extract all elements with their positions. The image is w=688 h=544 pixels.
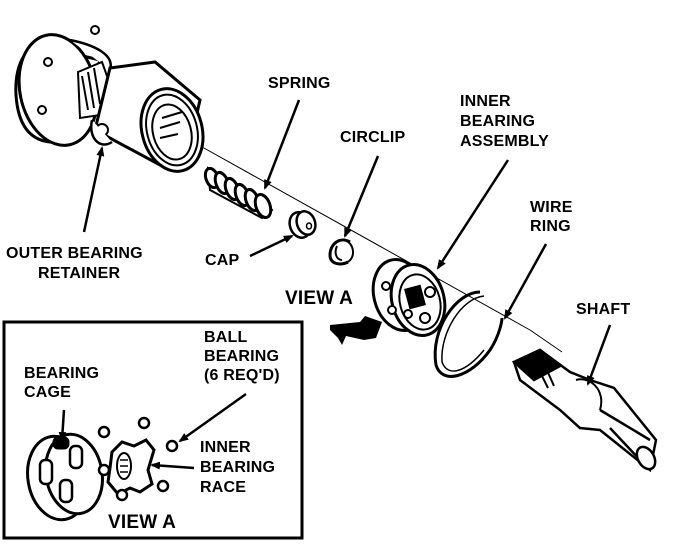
inner-bearing-assembly-part: [371, 258, 447, 337]
outer-bearing-retainer-leader: [82, 146, 105, 233]
ball-bearing-leader: [178, 392, 247, 443]
ball-bearing-6: [115, 488, 129, 502]
label-inner-bearing-race-line2: BEARING: [200, 459, 276, 476]
shaft-part: [511, 348, 658, 473]
label-view-a-callout: VIEW A: [285, 288, 354, 309]
label-wire-ring-line2: RING: [530, 218, 571, 235]
circlip-part: [328, 238, 354, 266]
label-bearing-cage-line2: CAGE: [24, 384, 72, 401]
label-inner-bearing-race-line3: RACE: [200, 479, 247, 496]
outer-bearing-retainer-part: [14, 25, 205, 173]
label-inner-bearing-race-line1: INNER: [200, 439, 251, 456]
inner-race-leader: [150, 461, 195, 470]
ball-bearing-5: [156, 479, 170, 493]
label-spring: SPRING: [268, 75, 331, 92]
label-inner-bearing-assembly-line3: ASSEMBLY: [460, 133, 550, 150]
ball-bearing-4: [97, 463, 111, 477]
wire-ring-leader: [503, 243, 548, 320]
label-inner-bearing-assembly-line2: BEARING: [460, 113, 536, 130]
view-a-inset: [2, 320, 304, 540]
label-inner-bearing-assembly-line1: INNER: [460, 93, 511, 110]
cap-part: [288, 210, 317, 239]
label-wire-ring-line1: WIRE: [530, 199, 573, 216]
ball-bearing-3: [165, 439, 179, 453]
label-circlip: CIRCLIP: [340, 129, 406, 146]
inset-title: VIEW A: [108, 512, 177, 533]
shaft-leader: [586, 324, 612, 386]
label-bearing-cage-line1: BEARING: [24, 365, 100, 382]
label-outer-bearing-retainer-line1: OUTER BEARING: [6, 245, 143, 262]
label-ball-bearing-line3: (6 REQ'D): [204, 367, 280, 384]
wire-ring-part: [433, 290, 504, 378]
bearing-cage-leader: [58, 409, 67, 442]
label-cap: CAP: [205, 252, 240, 269]
view-a-direction-arrow: [330, 316, 382, 345]
inset-bearing-cage: [26, 432, 104, 522]
label-shaft: SHAFT: [576, 301, 631, 318]
label-outer-bearing-retainer-line2: RETAINER: [38, 265, 121, 282]
inset-ball-bearings: [97, 416, 179, 502]
circlip-leader: [343, 155, 380, 238]
spring-leader: [263, 99, 301, 190]
inner-bearing-assembly-leader: [436, 159, 510, 270]
ball-bearing-1: [97, 425, 111, 439]
label-ball-bearing-line2: BEARING: [204, 348, 280, 365]
cap-leader: [249, 234, 294, 258]
label-ball-bearing-line1: BALL: [204, 329, 248, 346]
ball-bearing-2: [137, 416, 151, 430]
spring-part: [203, 166, 274, 220]
inset-inner-bearing-race: [106, 438, 156, 496]
leader-lines: [82, 99, 612, 386]
